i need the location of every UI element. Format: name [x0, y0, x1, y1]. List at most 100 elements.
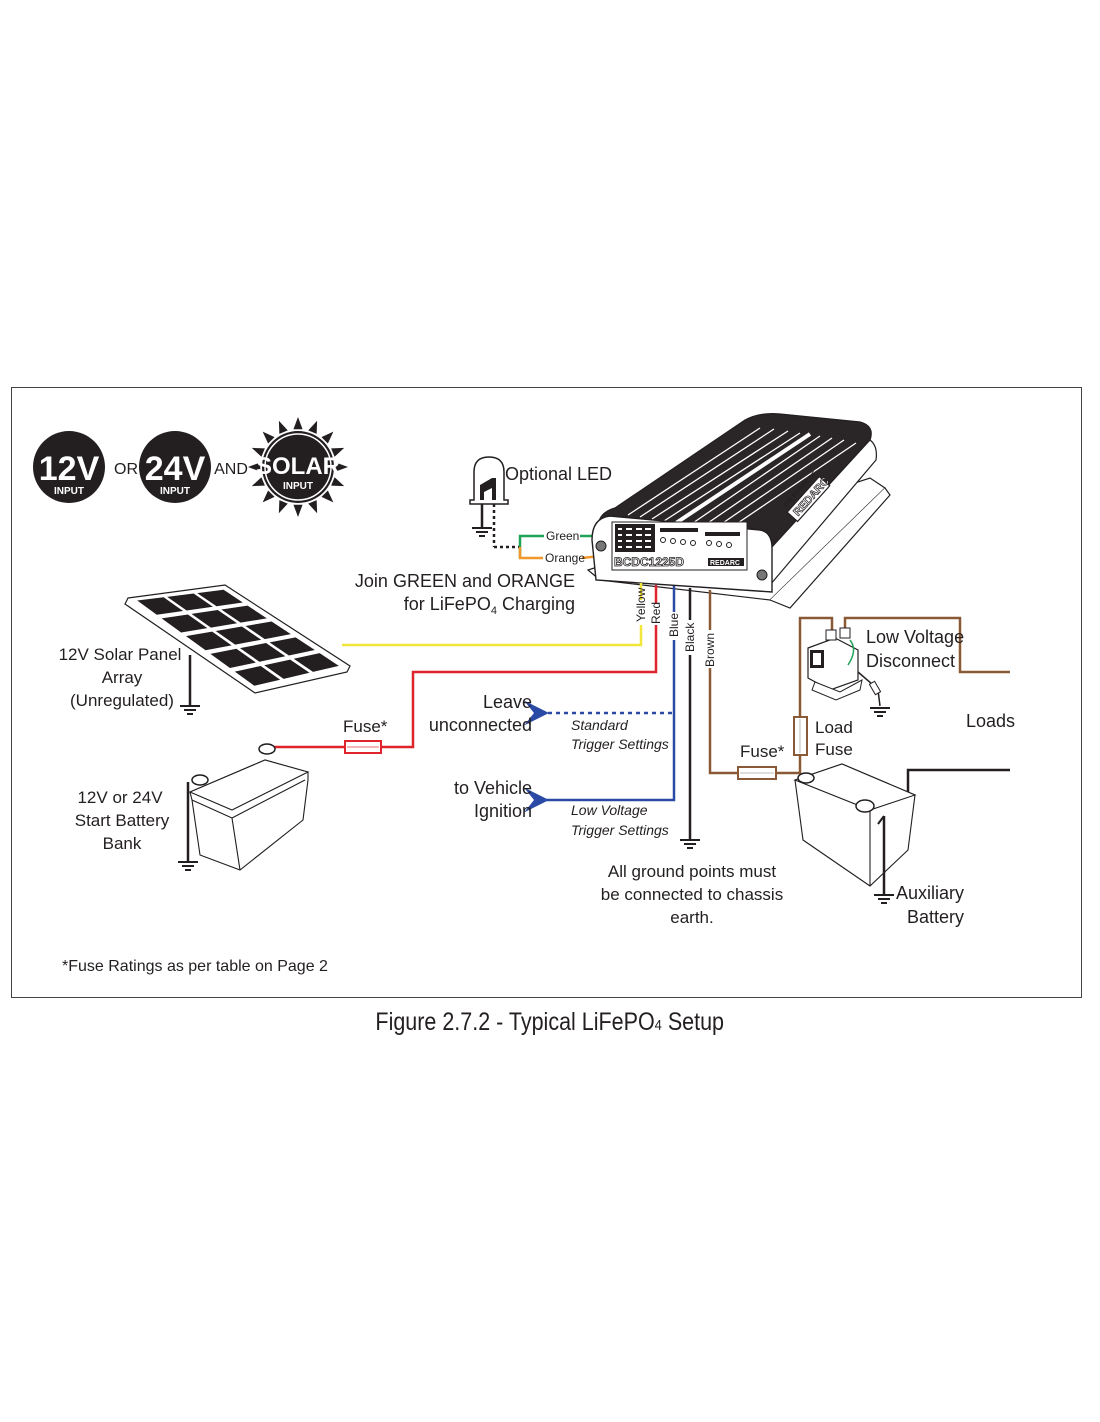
badge-solar-input: SOLAR INPUT	[248, 417, 348, 517]
dc-dc-charger-unit: BCDC1225D REDARC THE POWER OF REDARC	[586, 413, 891, 609]
leave-unconnected-line2: unconnected	[429, 715, 532, 735]
wire-red-label: Red	[649, 602, 663, 624]
solar-cell	[167, 593, 213, 611]
sun-icon	[248, 417, 348, 517]
orange-wire	[518, 556, 543, 560]
vehicle-ignition-line1: to Vehicle	[454, 778, 532, 798]
figure-caption: Figure 2.7.2 - Typical LiFePO4 Setup	[375, 1008, 725, 1036]
solar-cell	[269, 637, 315, 656]
fuse-left-label: Fuse*	[343, 717, 388, 736]
lvd-label-1: Low Voltage	[866, 627, 964, 647]
solar-cell	[137, 597, 184, 615]
ground-symbol-solar	[180, 705, 200, 715]
sun-ray	[248, 462, 261, 472]
fuse-ratings-footnote: *Fuse Ratings as per table on Page 2	[62, 958, 328, 975]
ground-symbol-lvd	[870, 707, 890, 717]
vehicle-ignition-line2: Ignition	[474, 801, 532, 821]
loads-label: Loads	[966, 711, 1015, 731]
aux-battery-label-2: Battery	[907, 907, 964, 927]
orange-wire-label: Orange	[545, 551, 585, 565]
sun-ray	[308, 500, 318, 514]
ground-symbol-charger	[680, 839, 700, 849]
badge-12v-sub: INPUT	[54, 486, 84, 497]
low-voltage-trigger-note2: Trigger Settings	[571, 822, 669, 838]
wire-brown-label: Brown	[703, 633, 717, 667]
solar-panel-label-1: 12V Solar Panel	[59, 645, 182, 664]
standard-trigger-note2: Trigger Settings	[571, 736, 669, 752]
wire-black-label: Black	[683, 622, 697, 652]
wire-yellow-label: Yellow	[634, 587, 648, 622]
sun-ray	[331, 477, 345, 487]
led-icon	[469, 456, 520, 549]
sun-ray	[331, 447, 345, 457]
sun-ray	[293, 504, 303, 517]
ground-note-line2: be connected to chassis	[601, 885, 783, 904]
ground-symbol-aux-battery	[874, 894, 894, 904]
low-voltage-disconnect-icon	[807, 627, 882, 707]
sun-ray	[251, 477, 265, 487]
sun-ray	[321, 490, 334, 503]
solar-panel-label-2: Array	[102, 668, 143, 687]
sun-ray	[293, 417, 303, 430]
start-battery-label-3: Bank	[103, 834, 142, 853]
solar-cell	[234, 665, 281, 686]
green-wire	[518, 534, 544, 557]
auxiliary-battery-icon	[793, 763, 917, 895]
solar-cell	[215, 626, 262, 645]
sun-ray	[308, 420, 318, 434]
start-battery-label-1: 12V or 24V	[77, 788, 163, 807]
solar-panel-icon	[124, 584, 351, 706]
leave-unconnected-line1: Leave	[483, 692, 532, 712]
sun-ray	[278, 500, 288, 514]
solar-cell	[210, 648, 256, 669]
sun-ray	[262, 490, 275, 503]
solar-cell	[221, 605, 267, 623]
solar-panel-label-3: (Unregulated)	[70, 691, 174, 710]
ground-symbol-led	[472, 527, 492, 537]
low-voltage-trigger-note1: Low Voltage	[571, 802, 648, 818]
badge-12v-input: 12V INPUT	[33, 431, 105, 503]
load-fuse-label-2: Fuse	[815, 740, 853, 759]
load-fuse-label-1: Load	[815, 718, 853, 737]
wire-blue-label: Blue	[667, 613, 681, 637]
badge-12v-text: 12V	[39, 450, 100, 488]
sun-ray	[251, 447, 265, 457]
join-note-line2: for LiFePO4 Charging	[404, 594, 575, 617]
badge-24v-input: 24V INPUT	[139, 431, 211, 503]
charger-front-brand: REDARC	[710, 560, 740, 567]
badge-or-text: OR	[114, 461, 138, 478]
sun-ray	[321, 431, 334, 444]
badge-24v-sub: INPUT	[160, 486, 190, 497]
ground-symbol-start-battery	[178, 861, 198, 871]
solar-cell	[191, 610, 238, 628]
solar-cell	[186, 631, 232, 651]
solar-cell	[240, 643, 286, 662]
start-battery-icon	[186, 743, 310, 871]
badge-solar-text: SOLAR	[256, 453, 340, 480]
sun-ray	[278, 420, 288, 434]
wire-blue	[524, 586, 676, 813]
badge-24v-text: 24V	[145, 450, 206, 488]
ground-note-line3: earth.	[670, 908, 713, 927]
start-battery-label-2: Start Battery	[75, 811, 170, 830]
sun-ray	[335, 462, 348, 472]
wire-yellow	[342, 583, 643, 647]
diagram-frame	[11, 387, 1082, 998]
join-note-line1: Join GREEN and ORANGE	[355, 571, 575, 591]
sun-ray	[262, 431, 275, 444]
wire-red	[272, 585, 658, 749]
optional-led-label: Optional LED	[505, 464, 612, 484]
badge-and-text: AND	[214, 461, 248, 478]
solar-cell	[197, 589, 243, 607]
solar-cell	[245, 621, 291, 640]
green-wire-label: Green	[546, 529, 579, 543]
solar-cell	[161, 614, 208, 633]
ground-note-line1: All ground points must	[608, 862, 776, 881]
charger-model-label: BCDC1225D	[614, 555, 684, 569]
badge-solar-sub: INPUT	[283, 481, 313, 492]
solar-cell	[293, 653, 339, 672]
fuse-right-label: Fuse*	[740, 742, 785, 761]
aux-battery-label-1: Auxiliary	[896, 883, 964, 903]
wire-brown	[708, 590, 1010, 775]
